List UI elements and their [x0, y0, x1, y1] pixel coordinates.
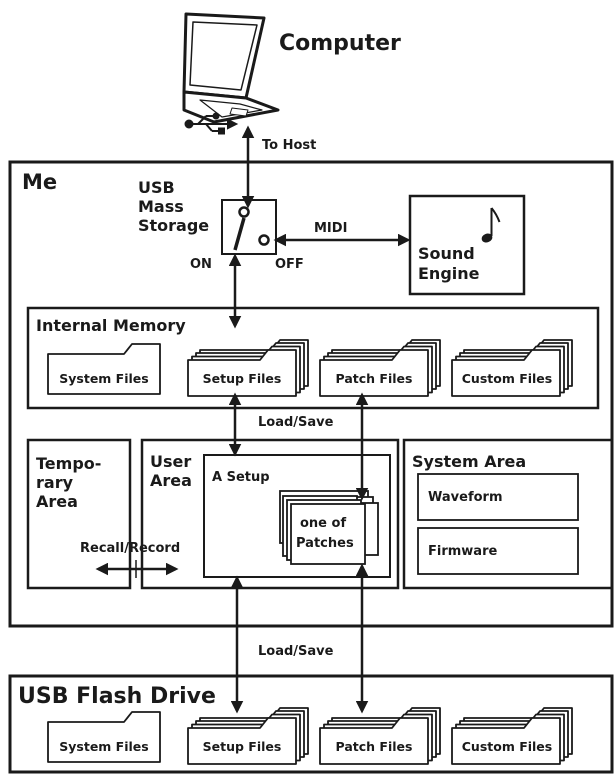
temporary-area-box — [26, 438, 132, 590]
patches-line-2: Patches — [296, 536, 354, 551]
switch-title-line-1: USB — [138, 178, 175, 197]
user-area-box — [140, 438, 400, 590]
usb-folder-custom-files-icon[interactable] — [451, 707, 573, 765]
switch-title-line-3: Storage — [138, 216, 210, 235]
sound-engine-line-1: Sound — [418, 244, 475, 263]
firmware-label: Firmware — [428, 544, 498, 559]
computer-label: Computer — [279, 31, 401, 56]
user-area-line-1: User — [150, 452, 192, 471]
device-box — [8, 160, 614, 628]
usb-folder-custom-files[interactable]: Custom Files — [461, 739, 553, 754]
usb-folder-setup-files[interactable]: Setup Files — [202, 739, 282, 754]
system-area-title: System Area — [412, 452, 527, 471]
temporary-area-line-2: rary — [36, 473, 74, 492]
setup-label: A Setup — [212, 470, 270, 485]
temporary-area-line-3: Area — [36, 492, 78, 511]
user-area-line-2: Area — [150, 471, 192, 490]
music-note-icon — [481, 207, 501, 243]
system-area-box — [402, 438, 614, 590]
midi-label: MIDI — [314, 221, 348, 236]
usb-flash-drive-box — [8, 674, 614, 774]
internal-folder-custom-files-icon[interactable] — [451, 339, 573, 397]
usb-folder-patch-files[interactable]: Patch Files — [335, 739, 413, 754]
internal-memory-box — [26, 306, 600, 410]
usb-folder-patch-files-icon[interactable] — [319, 707, 441, 765]
device-label: Me — [22, 170, 58, 194]
load-save-bottom-label: Load/Save — [258, 644, 334, 659]
waveform-label: Waveform — [428, 490, 503, 505]
waveform-box — [417, 473, 579, 521]
internal-folder-custom-files[interactable]: Custom Files — [461, 371, 553, 386]
to-host-label: To Host — [262, 138, 317, 153]
internal-folder-system-files[interactable]: System Files — [59, 371, 149, 386]
usb-folder-system-files[interactable]: System Files — [59, 739, 149, 754]
recall-record-label: Recall/Record — [80, 541, 181, 556]
usb-flash-drive-title: USB Flash Drive — [18, 684, 220, 710]
firmware-box — [417, 527, 579, 575]
internal-memory-title: Internal Memory — [36, 316, 186, 335]
sound-engine-box — [408, 194, 526, 296]
sound-engine-line-2: Engine — [418, 264, 480, 283]
switch-title-line-2: Mass — [138, 197, 184, 216]
usb-mass-storage-switch[interactable] — [221, 199, 277, 255]
internal-folder-patch-files-icon[interactable] — [319, 339, 441, 397]
switch-off-label: OFF — [275, 257, 304, 272]
laptop-icon — [182, 12, 280, 124]
temporary-area-line-1: Tempo- — [36, 454, 102, 473]
usb-folder-system-files-icon[interactable] — [47, 711, 161, 763]
internal-folder-setup-files[interactable]: Setup Files — [202, 371, 282, 386]
usb-icon — [184, 112, 239, 135]
patches-line-1: one of — [300, 516, 347, 531]
load-save-top-label: Load/Save — [258, 415, 334, 430]
usb-folder-setup-files-icon[interactable] — [187, 707, 309, 765]
internal-folder-setup-files-icon[interactable] — [187, 339, 309, 397]
internal-folder-system-files-icon[interactable] — [47, 343, 161, 395]
patches-stack — [279, 490, 379, 565]
internal-folder-patch-files[interactable]: Patch Files — [335, 371, 413, 386]
switch-on-label: ON — [190, 257, 212, 272]
